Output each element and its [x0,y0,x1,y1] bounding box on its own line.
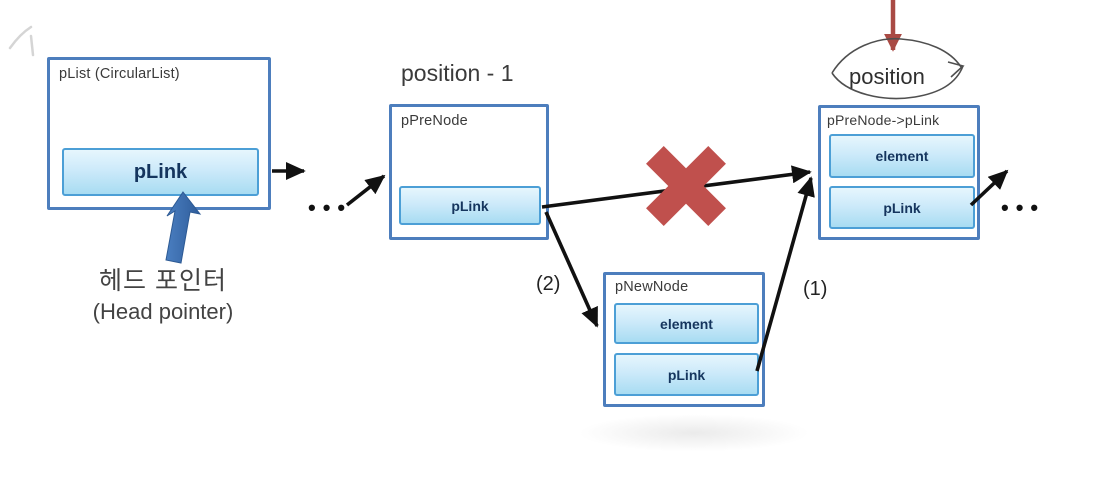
head-pointer-caption-korean: 헤드 포인터 [99,267,227,295]
node-ppre-link: pPreNode->pLink element pLink [818,105,980,240]
arrow-old-link-crossed [541,165,812,209]
node-ppre: pPreNode pLink [389,104,549,240]
node-ppre-link-field-element: element [829,134,975,178]
arrow-step-2 [544,211,599,328]
node-ppre-title: pPreNode [401,113,468,129]
node-pnew: pNewNode element pLink [603,272,765,407]
node-plist-title: pList (CircularList) [59,66,180,82]
label-position: position [849,64,925,89]
streak-artifact [8,25,35,57]
node-pnew-field-plink: pLink [614,353,759,396]
node-pnew-title: pNewNode [615,279,689,295]
node-plist: pList (CircularList) pLink [47,57,271,210]
node-ppre-field-plink: pLink [399,186,541,225]
label-position-minus-one: position - 1 [401,60,514,86]
node-ppre-link-title: pPreNode->pLink [827,112,940,128]
node-pnew-field-element: element [614,303,759,344]
head-pointer-caption: 헤드 포인터 (Head pointer) [48,261,278,325]
shadow-smudge [578,414,810,452]
label-step-1: (1) [803,278,828,300]
label-step-2: (2) [536,273,561,295]
head-pointer-caption-english: (Head pointer) [92,299,234,324]
node-ppre-link-field-plink: pLink [829,186,975,229]
arrow-step-1 [755,176,815,372]
red-cross-icon [646,146,726,226]
arrow-into-ppre [345,174,386,207]
node-plist-field-plink: pLink [62,148,259,196]
ellipsis-left: ••• [308,195,353,220]
ellipsis-right: ••• [1001,195,1046,220]
